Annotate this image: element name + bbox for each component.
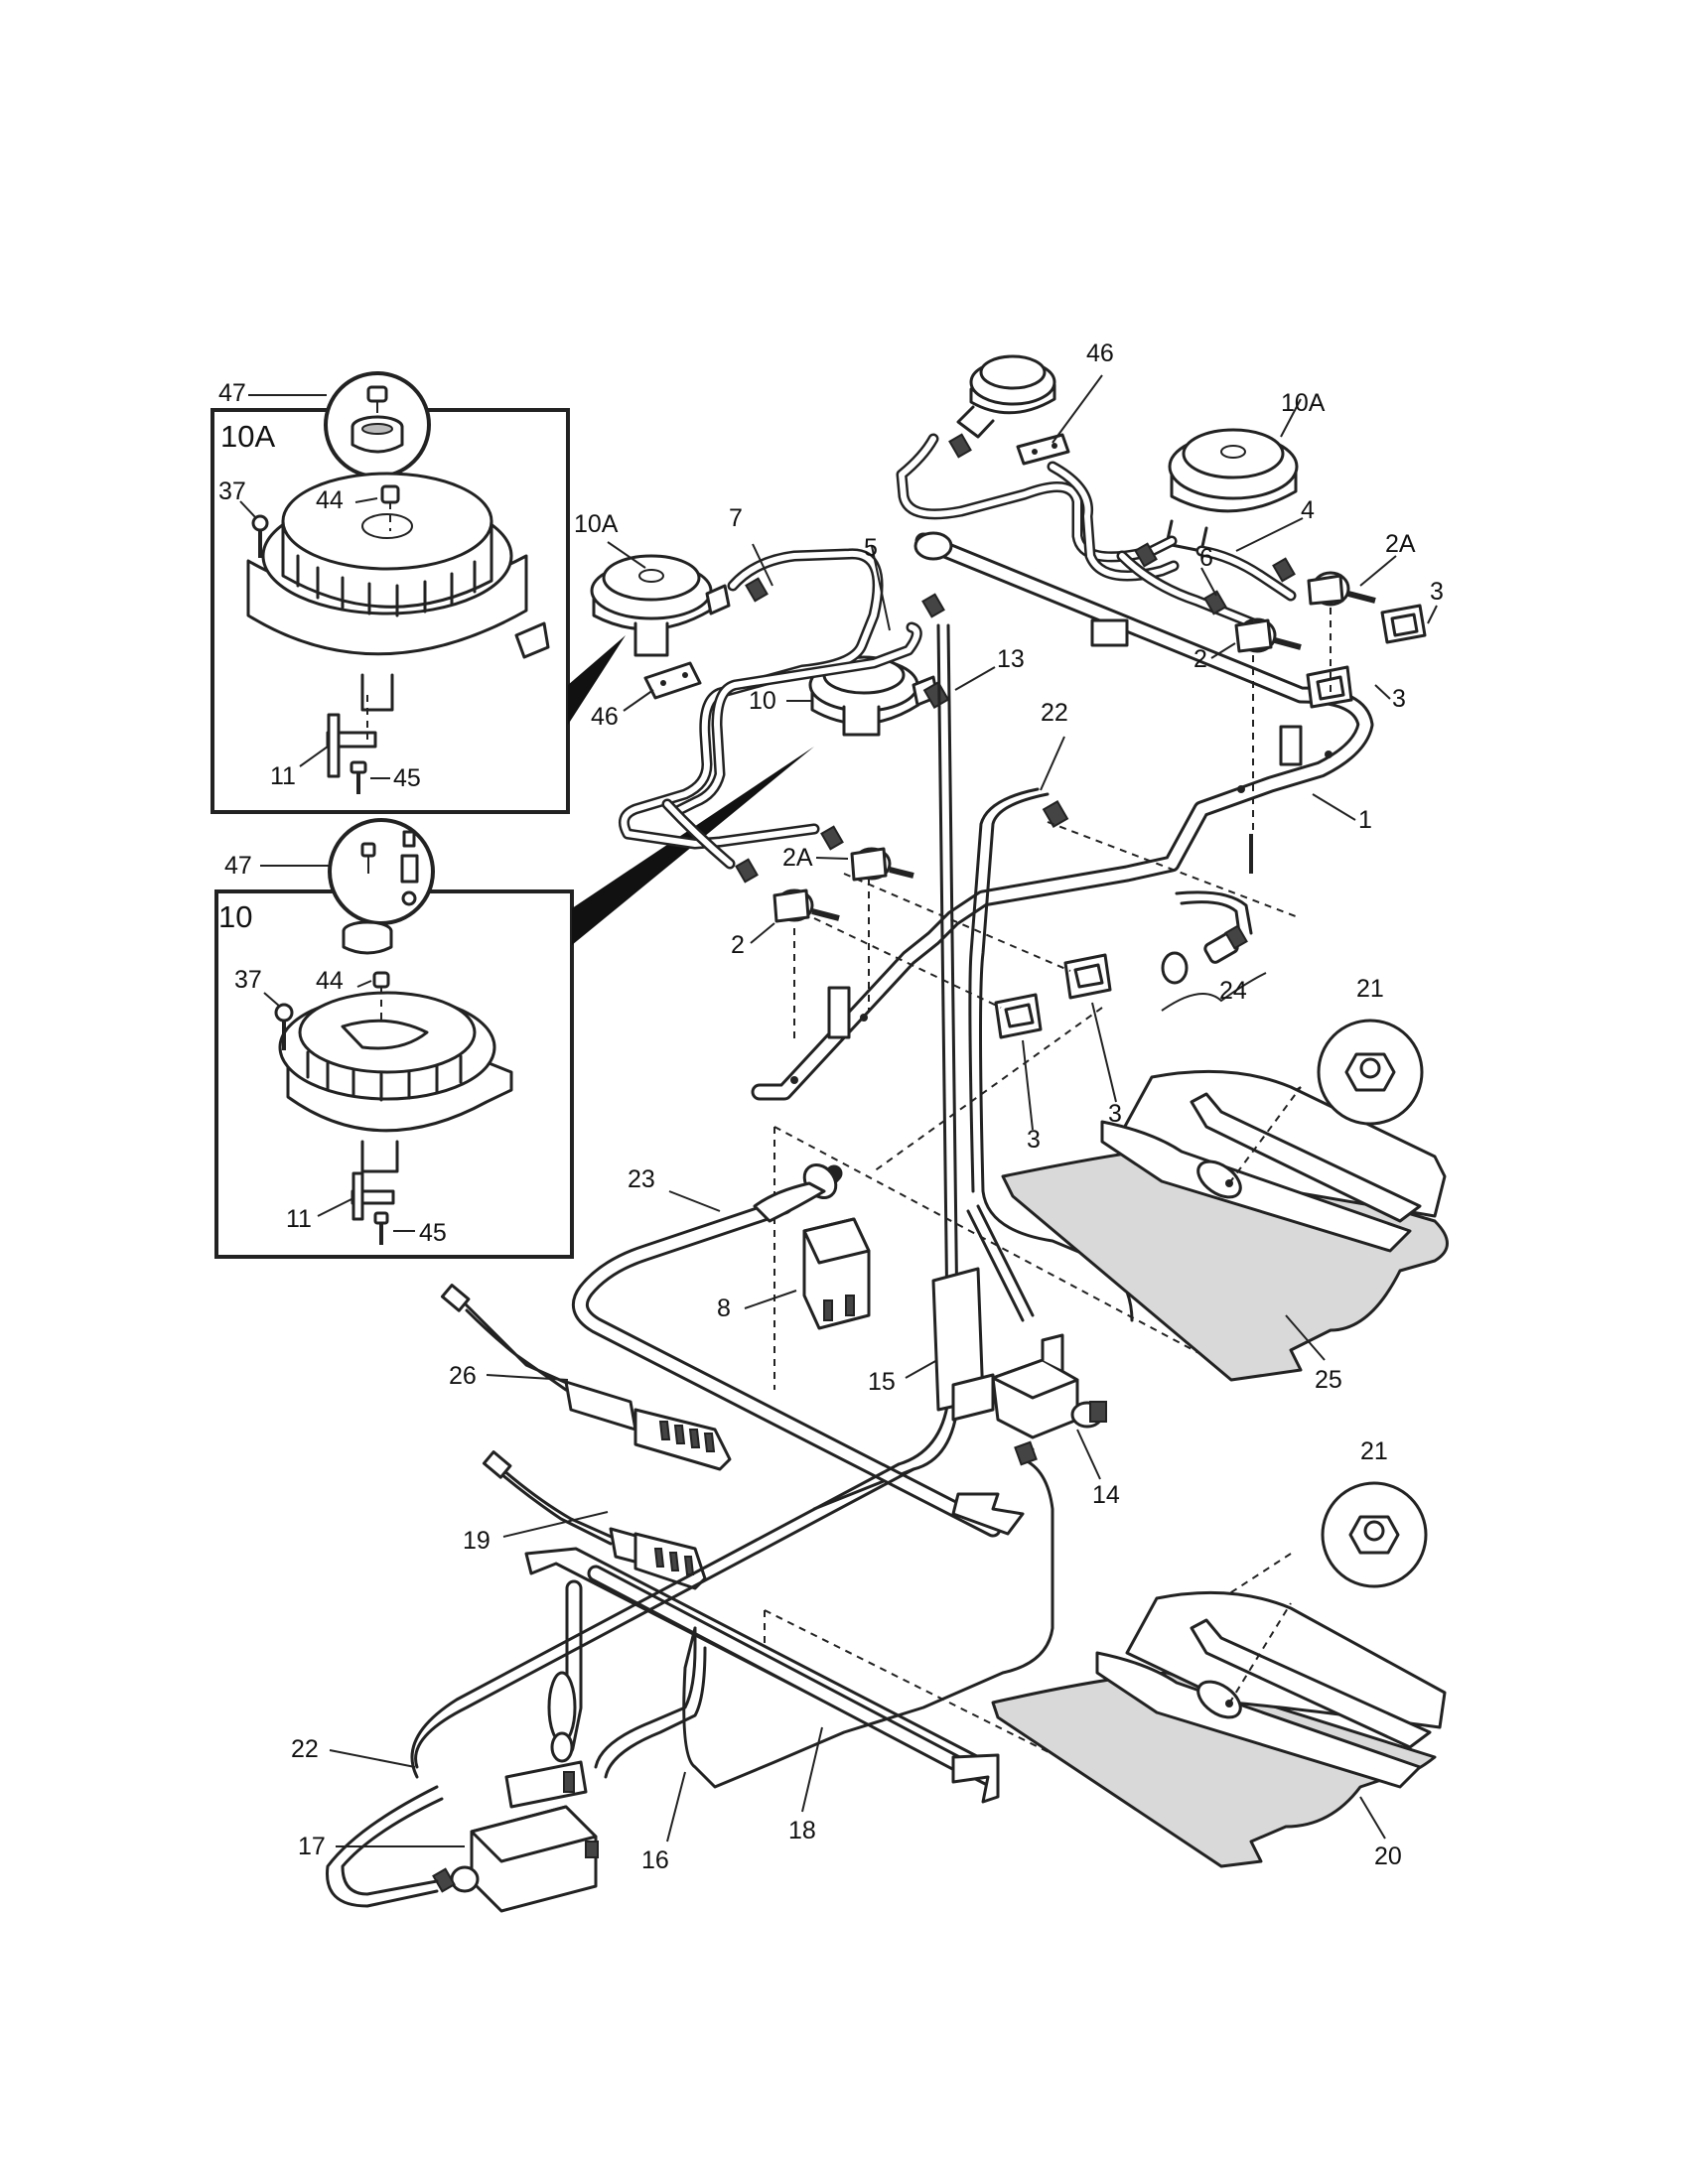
callout-21-bottom: 21	[1360, 1437, 1388, 1465]
electrode-11a-icon	[326, 695, 377, 778]
heat-plates-3	[994, 604, 1427, 1039]
detail-title-10: 10	[218, 899, 252, 934]
screw-44b-icon	[372, 971, 390, 1023]
heat-shield-20-icon	[991, 1590, 1447, 1868]
callout-16: 16	[641, 1846, 669, 1874]
valve-2a-left-icon	[850, 847, 914, 882]
valve-2-left-icon	[772, 888, 840, 923]
callout-5: 5	[864, 534, 878, 562]
callout-24: 24	[1219, 977, 1247, 1005]
safety-valve-14-icon	[991, 1333, 1107, 1439]
burner-head-10a-icon	[246, 472, 550, 712]
callout-3-right-2: 3	[1392, 685, 1406, 713]
screw-45a-icon	[350, 760, 367, 794]
callout-labels: 10A 7 5 46 10 13 46 10A 4 2A 6 3 2 3 22 …	[291, 340, 1444, 1874]
burner-tube-23-icon	[571, 1163, 1025, 1538]
callout-7: 7	[729, 504, 743, 532]
detail-box-10: 47 10 37 44 11 45	[214, 818, 574, 1259]
callout-18: 18	[788, 1817, 816, 1844]
fittings	[735, 433, 1296, 884]
callout-23: 23	[628, 1165, 655, 1193]
callout-19: 19	[463, 1527, 491, 1555]
burner-46-top-icon	[956, 354, 1056, 439]
callout-2a-left: 2A	[782, 844, 813, 872]
callout-2-left: 2	[731, 931, 745, 959]
callout-22-bottom: 22	[291, 1735, 319, 1763]
callout-26: 26	[449, 1362, 477, 1390]
callout-10a-right: 10A	[1281, 389, 1326, 417]
callout-46-right: 46	[1086, 340, 1114, 367]
burner-10a-right-icon	[1165, 428, 1299, 553]
callout-21-top: 21	[1356, 975, 1384, 1003]
heat-shield-25-icon	[1001, 1069, 1449, 1382]
electrode-11b-icon	[351, 1171, 395, 1221]
callout-25: 25	[1315, 1366, 1342, 1394]
pointer-wedge-10a	[568, 635, 626, 725]
callout-6: 6	[1199, 544, 1213, 572]
callout-8: 8	[717, 1295, 731, 1322]
regulator-8-icon	[802, 1217, 871, 1330]
callout-1: 1	[1358, 806, 1372, 834]
callout-leaders	[329, 374, 1438, 1847]
callout-45-lower: 45	[419, 1219, 447, 1247]
callout-11-lower: 11	[286, 1205, 312, 1233]
callout-4: 4	[1301, 496, 1315, 524]
valve-2a-right-icon	[1307, 571, 1376, 607]
cap-screw-47-b-icon	[342, 830, 419, 955]
callout-10a-left: 10A	[574, 510, 619, 538]
callout-10-center: 10	[749, 687, 776, 715]
tubes-16-22-bottom	[326, 1440, 1054, 1908]
callout-3-mid-1: 3	[1108, 1100, 1122, 1128]
callout-44-top: 44	[316, 486, 344, 514]
callout-3-right-1: 3	[1430, 578, 1444, 606]
callout-22-top: 22	[1041, 699, 1068, 727]
callout-15: 15	[868, 1368, 896, 1396]
igniter-19-icon	[482, 1450, 707, 1590]
oven-valve-17-icon	[432, 1760, 599, 1913]
callout-47-lower: 47	[224, 852, 252, 880]
callout-3-mid-2: 3	[1027, 1126, 1041, 1154]
burner-10a-left-icon	[590, 554, 731, 657]
callout-44-lower: 44	[316, 967, 344, 995]
callout-11-top: 11	[270, 762, 296, 790]
fitting-24-icon	[1161, 890, 1267, 1012]
bracket-46-left-icon	[643, 661, 702, 700]
callout-2-right: 2	[1193, 645, 1207, 673]
callout-2a-right: 2A	[1385, 530, 1416, 558]
callout-45-top: 45	[393, 764, 421, 792]
burner-tube-18-icon	[524, 1547, 1000, 1804]
callout-13: 13	[997, 645, 1025, 673]
callout-17: 17	[298, 1833, 326, 1860]
detail-title-10a: 10A	[220, 419, 275, 454]
callout-46-left: 46	[591, 703, 619, 731]
burner-head-10-icon	[278, 991, 513, 1173]
callout-37-lower: 37	[234, 966, 262, 994]
igniter-26-icon	[440, 1284, 732, 1471]
valve-2-right-icon	[1234, 617, 1302, 653]
nut-detail-21-top	[1317, 1019, 1424, 1126]
callout-37-top: 37	[218, 478, 246, 505]
callout-47-top: 47	[218, 379, 246, 407]
bracket-15-icon	[931, 1267, 995, 1422]
screw-44a-icon	[380, 484, 400, 531]
screw-37b-icon	[274, 1003, 294, 1050]
nut-detail-21-bottom	[1321, 1481, 1428, 1588]
detail-box-10a: 47 10A 37 44 11 45	[210, 371, 570, 814]
cap-screw-47-icon	[351, 385, 404, 454]
gas-tubes	[618, 433, 1297, 870]
callout-14: 14	[1092, 1481, 1120, 1509]
callout-20: 20	[1374, 1843, 1402, 1870]
screw-45b-icon	[373, 1211, 389, 1245]
screw-37a-icon	[251, 514, 269, 558]
bracket-46-right-icon	[1016, 433, 1070, 466]
